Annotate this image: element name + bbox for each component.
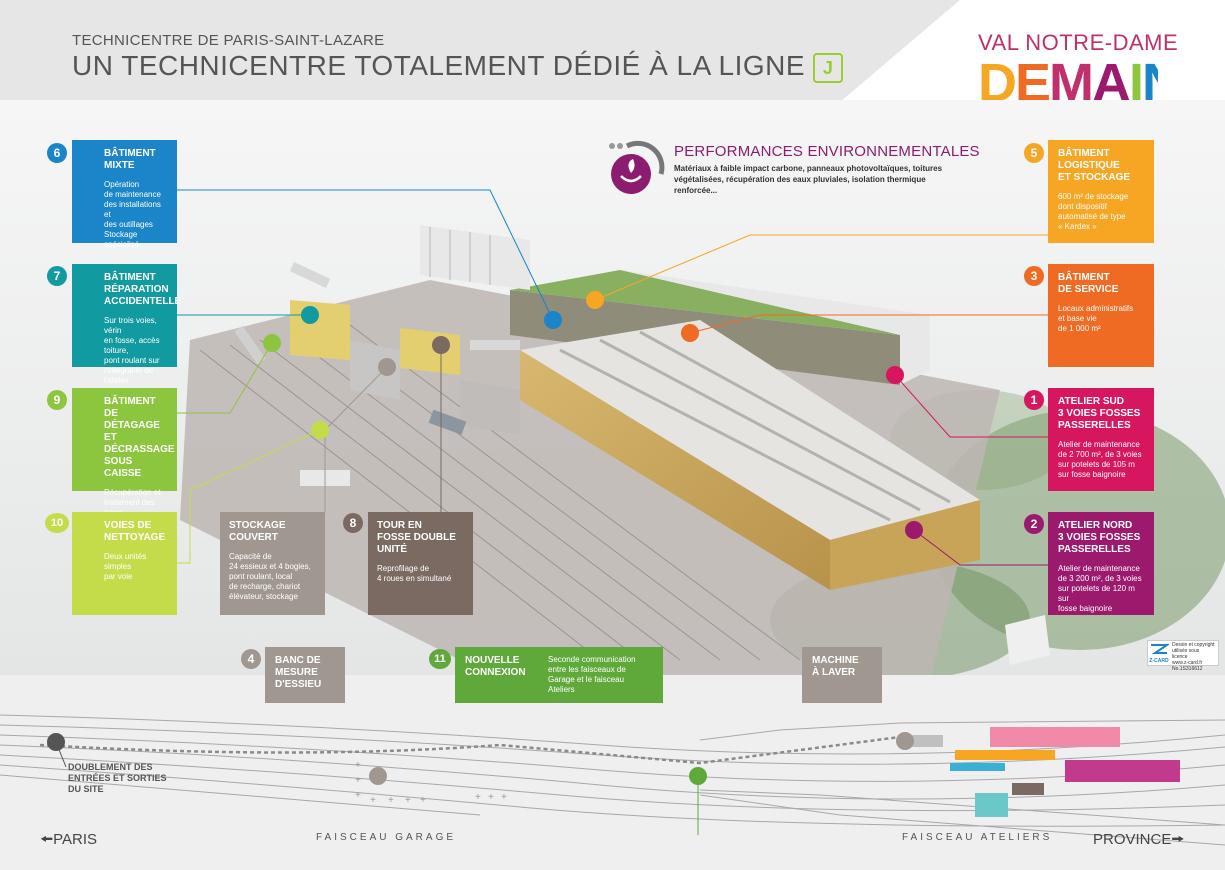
- province-label: PROVINCE: [1093, 831, 1172, 848]
- card-title: BÂTIMENT DE DÉTAGAGE ET DÉCRASSAGE SOUS …: [104, 396, 175, 479]
- number-badge-6: 6: [47, 143, 67, 163]
- card-description: Atelier de maintenance de 2 700 m², de 3…: [1058, 440, 1142, 479]
- card-machine-a-laver: MACHINE À LAVER: [802, 647, 882, 703]
- page-title: UN TECHNICENTRE TOTALEMENT DÉDIÉ À LA LI…: [72, 50, 844, 83]
- copyright-sticker: Dessin et copyright utilisés sous licenc…: [1147, 640, 1219, 672]
- card-description: Capacité de 24 essieux et 4 bogies, pont…: [229, 552, 311, 601]
- card-batiment-reparation: BÂTIMENT RÉPARATION ACCIDENTELLE Sur tro…: [72, 264, 182, 385]
- card-description: Deux unités simples par voie: [104, 552, 147, 581]
- logo-subtitle: VAL NOTRE-DAME: [978, 30, 1179, 55]
- number-badge-5: 5: [1024, 143, 1044, 163]
- svg-text:+: +: [488, 792, 494, 803]
- svg-text:+: +: [405, 795, 411, 806]
- logo-text: DEMAIN: [978, 55, 1158, 107]
- card-stockage-couvert: STOCKAGE COUVERT Capacité de 24 essieux …: [220, 512, 325, 615]
- zcard-logo: Z-CARD: [1149, 642, 1171, 664]
- card-description: Locaux administratifs et base vie de 1 0…: [1058, 304, 1134, 333]
- logo-letter: D: [978, 55, 1015, 107]
- logo-letter: I: [1129, 55, 1142, 107]
- number-badge-11: 11: [429, 649, 451, 669]
- number-badge-2: 2: [1024, 514, 1044, 534]
- faisceau-ateliers-label: FAISCEAU ATELIERS: [902, 832, 1053, 843]
- zcard-brand: Z-CARD: [1149, 658, 1169, 664]
- header-shape: [840, 0, 1225, 102]
- province-direction: PROVINCE🠚: [1093, 829, 1185, 854]
- card-description: Seconde communication entre les faisceau…: [548, 655, 636, 694]
- card-atelier-sud: ATELIER SUD 3 VOIES FOSSES PASSERELLES A…: [1048, 388, 1154, 491]
- performances-title: PERFORMANCES ENVIRONNEMENTALES: [674, 143, 980, 160]
- zcard-icon: [1151, 644, 1171, 654]
- card-description: Opération de maintenance des installatio…: [104, 180, 161, 249]
- page-title-text: UN TECHNICENTRE TOTALEMENT DÉDIÉ À LA LI…: [72, 50, 806, 81]
- number-badge-3: 3: [1024, 266, 1044, 286]
- card-nouvelle-connexion: NOUVELLE CONNEXION Seconde communication…: [455, 647, 663, 703]
- card-tour-en-fosse: TOUR EN FOSSE DOUBLE UNITÉ Reprofilage d…: [368, 512, 473, 615]
- number-badge-10: 10: [45, 513, 69, 533]
- number-badge-4: 4: [241, 649, 261, 669]
- demain-logo: DEMAIN: [978, 55, 1158, 107]
- number-badge-7: 7: [47, 266, 67, 286]
- line-j-badge: J: [813, 52, 844, 83]
- svg-text:+: +: [475, 792, 481, 803]
- arrow-left-icon: 🠘: [40, 831, 54, 848]
- card-title: BANC DE MESURE D'ESSIEU: [275, 655, 322, 690]
- number-badge-8: 8: [343, 513, 363, 533]
- card-atelier-nord: ATELIER NORD 3 VOIES FOSSES PASSERELLES …: [1048, 512, 1154, 615]
- svg-text:+: +: [420, 795, 426, 806]
- card-title: MACHINE À LAVER: [812, 655, 859, 678]
- track-map: + + + + + + + + + +: [0, 675, 1225, 870]
- card-title: BÂTIMENT RÉPARATION ACCIDENTELLE: [104, 272, 182, 307]
- card-batiment-detagage: BÂTIMENT DE DÉTAGAGE ET DÉCRASSAGE SOUS …: [72, 388, 177, 537]
- card-voies-nettoyage: VOIES DE NETTOYAGE Deux unités simples p…: [72, 512, 177, 615]
- aerial-illustration: [0, 100, 1225, 680]
- card-description: Reprofilage de 4 roues en simultané: [377, 564, 452, 583]
- copyright-text: Dessin et copyright utilisés sous licenc…: [1172, 642, 1215, 672]
- svg-text:+: +: [388, 795, 394, 806]
- card-description: Sur trois voies, vérin en fosse, accès t…: [104, 316, 160, 385]
- card-batiment-mixte: BÂTIMENT MIXTE Opération de maintenance …: [72, 140, 177, 249]
- card-title: BÂTIMENT LOGISTIQUE ET STOCKAGE: [1058, 148, 1131, 183]
- card-title: ATELIER NORD 3 VOIES FOSSES PASSERELLES: [1058, 520, 1141, 555]
- logo-letter: A: [1092, 55, 1130, 107]
- logo-letter: E: [1015, 55, 1049, 107]
- card-description: 600 m² de stockage dont dispositif autom…: [1058, 192, 1129, 231]
- card-batiment-service: BÂTIMENT DE SERVICE Locaux administratif…: [1048, 264, 1154, 367]
- card-title: NOUVELLE CONNEXION: [465, 655, 526, 678]
- faisceau-garage-label: FAISCEAU GARAGE: [316, 832, 457, 843]
- card-title: ATELIER SUD 3 VOIES FOSSES PASSERELLES: [1058, 396, 1141, 431]
- svg-text:+: +: [355, 760, 361, 771]
- performances-description: Matériaux à faible impact carbone, panne…: [674, 164, 943, 195]
- card-title: TOUR EN FOSSE DOUBLE UNITÉ: [377, 520, 456, 555]
- svg-text:+: +: [355, 775, 361, 786]
- card-batiment-logistique: BÂTIMENT LOGISTIQUE ET STOCKAGE 600 m² d…: [1048, 140, 1154, 243]
- paris-direction: 🠘PARIS: [40, 829, 97, 854]
- card-description: Atelier de maintenance de 3 200 m², de 3…: [1058, 564, 1142, 613]
- paris-label: PARIS: [53, 831, 98, 848]
- svg-text:+: +: [370, 795, 376, 806]
- number-badge-1: 1: [1024, 390, 1044, 410]
- card-banc-mesure: BANC DE MESURE D'ESSIEU: [265, 647, 345, 703]
- arrow-right-icon: 🠚: [1171, 831, 1185, 848]
- page-subtitle: TECHNICENTRE DE PARIS-SAINT-LAZARE: [72, 32, 385, 49]
- card-title: BÂTIMENT DE SERVICE: [1058, 272, 1119, 295]
- number-badge-9: 9: [47, 390, 67, 410]
- card-title: BÂTIMENT MIXTE: [104, 148, 156, 171]
- card-title: VOIES DE NETTOYAGE: [104, 520, 166, 543]
- svg-text:+: +: [501, 792, 507, 803]
- logo-letter: N: [1142, 55, 1158, 107]
- logo-letter: M: [1049, 55, 1092, 107]
- card-title: STOCKAGE COUVERT: [229, 520, 286, 543]
- leaf-hands-icon: [609, 140, 665, 194]
- doublement-label: DOUBLEMENT DES ENTRÉES ET SORTIES DU SIT…: [68, 762, 167, 794]
- svg-text:+: +: [355, 790, 361, 801]
